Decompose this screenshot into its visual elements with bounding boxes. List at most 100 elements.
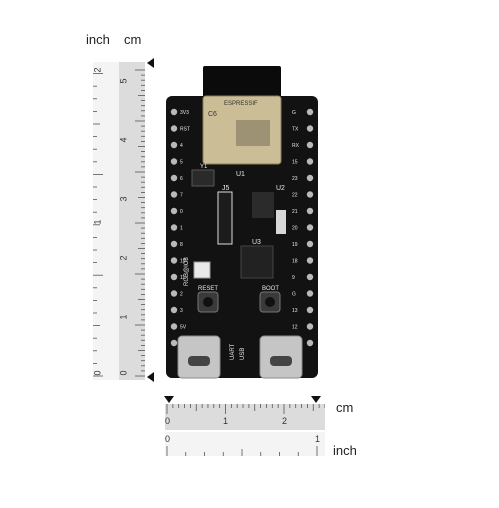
label-uart: UART	[230, 343, 236, 360]
right-pin-label: 15	[292, 160, 298, 166]
right-pin-hole	[306, 240, 314, 248]
u3-chip	[240, 245, 274, 279]
right-pin-hole	[306, 174, 314, 182]
left-pin-hole	[170, 207, 178, 215]
horizontal-ruler-ticks	[166, 404, 326, 456]
hruler-left-arrow-icon	[164, 396, 174, 403]
right-pin-hole	[306, 158, 314, 165]
left-pin-hole	[170, 224, 178, 231]
rgb-led	[193, 261, 211, 279]
vruler-cm-5: 5	[118, 78, 129, 84]
left-pin-label: 1	[180, 226, 183, 232]
left-pin-hole	[170, 191, 178, 198]
vruler-inch-1: 1	[92, 219, 103, 225]
label-u3: U3	[252, 239, 261, 246]
right-pin-hole	[306, 224, 314, 231]
module-brand-text: ESPRESSIF	[224, 101, 258, 107]
ruler-inch-strip	[93, 62, 119, 380]
capacitor	[276, 210, 286, 234]
vruler-cm-3: 3	[118, 196, 129, 202]
vruler-bottom-arrow-icon	[147, 372, 154, 382]
right-pin-hole	[306, 323, 314, 330]
horizontal-ruler: 0 1 2 0 1	[165, 400, 326, 460]
right-pin-label: 20	[292, 226, 298, 232]
right-pin-label: 19	[292, 242, 298, 248]
right-pin-hole	[306, 273, 314, 281]
right-pin-hole	[306, 306, 314, 314]
label-y1: Y1	[200, 164, 208, 170]
right-pin-label: 9	[292, 275, 295, 281]
hruler-right-arrow-icon	[311, 396, 321, 403]
ruler-cm-strip	[119, 62, 145, 380]
left-pin-hole	[170, 240, 178, 248]
y1-crystal	[191, 169, 215, 187]
vruler-inch-2: 2	[92, 67, 103, 73]
left-pin-label: RST	[180, 127, 190, 133]
left-pin-hole	[170, 273, 178, 281]
left-pin-label: 4	[180, 143, 183, 149]
right-pin-label: G	[292, 292, 296, 298]
right-pin-hole	[306, 191, 314, 198]
right-pin-hole	[306, 290, 314, 297]
vruler-cm-2: 2	[118, 255, 129, 261]
left-pin-label: 11	[180, 275, 185, 281]
u2-regulator	[252, 192, 274, 218]
label-rgb: RGB@IO8	[184, 257, 190, 286]
right-pin-label: 23	[292, 176, 298, 182]
left-pin-label: 0	[180, 209, 183, 215]
hruler-cm-0: 0	[165, 416, 171, 426]
unit-label-cm-vertical: cm	[124, 32, 142, 47]
unit-label-inch-vertical: inch	[86, 32, 110, 47]
left-pin-label: 10	[180, 259, 186, 265]
hruler-cm-2: 2	[282, 416, 288, 426]
left-pin-hole	[170, 125, 178, 132]
unit-label-inch-horizontal: inch	[333, 443, 357, 458]
ruler-cm-strip-horizontal	[165, 404, 325, 430]
label-reset: RESET	[198, 286, 218, 292]
horizontal-ruler-graphic	[165, 404, 326, 456]
left-pin-label: 3V3	[180, 110, 189, 116]
left-pin-label: 5V	[180, 325, 187, 331]
right-pin-label: 21	[292, 209, 298, 215]
ruler-inch-strip-horizontal	[165, 432, 325, 456]
right-pin-label: TX	[292, 127, 299, 133]
left-pin-label: 8	[180, 242, 183, 248]
right-pin-label: 13	[292, 308, 298, 314]
left-pin-hole	[170, 323, 178, 330]
unit-label-cm-horizontal: cm	[336, 400, 354, 415]
hruler-cm-1: 1	[223, 416, 229, 426]
left-pin-hole	[170, 290, 178, 297]
left-pin-hole	[170, 141, 178, 149]
vruler-top-arrow-icon	[147, 58, 154, 68]
module-id-text: C6	[208, 111, 217, 118]
right-pin-label: 12	[292, 325, 298, 331]
module-qr	[236, 120, 270, 146]
vruler-inch-0: 0	[92, 370, 103, 376]
vertical-ruler-ticks	[93, 69, 145, 377]
right-pin-hole	[306, 257, 314, 264]
left-pin-hole	[170, 108, 178, 116]
right-pin-hole	[306, 207, 314, 215]
left-pin-label: 3	[180, 308, 183, 314]
vruler-cm-1: 1	[118, 314, 129, 320]
vertical-ruler: 2 1 0 5 4 3 2 1 0	[93, 62, 145, 380]
left-pin-hole	[170, 257, 178, 264]
left-pin-label: 6	[180, 176, 183, 182]
left-pin-label: 5	[180, 160, 183, 166]
hruler-inch-1: 1	[315, 434, 321, 444]
vruler-cm-0: 0	[118, 370, 129, 376]
right-pin-label: 22	[292, 193, 298, 199]
left-pin-hole	[170, 339, 178, 347]
hruler-inch-0: 0	[165, 434, 171, 444]
right-pin-hole	[306, 108, 314, 116]
right-pin-label: RX	[292, 143, 300, 149]
left-pin-hole	[170, 158, 178, 165]
left-pin-label: 2	[180, 292, 183, 298]
right-pin-label: 18	[292, 259, 298, 265]
label-u2: U2	[276, 185, 285, 192]
label-boot: BOOT	[262, 286, 279, 292]
right-pin-hole	[306, 339, 314, 347]
